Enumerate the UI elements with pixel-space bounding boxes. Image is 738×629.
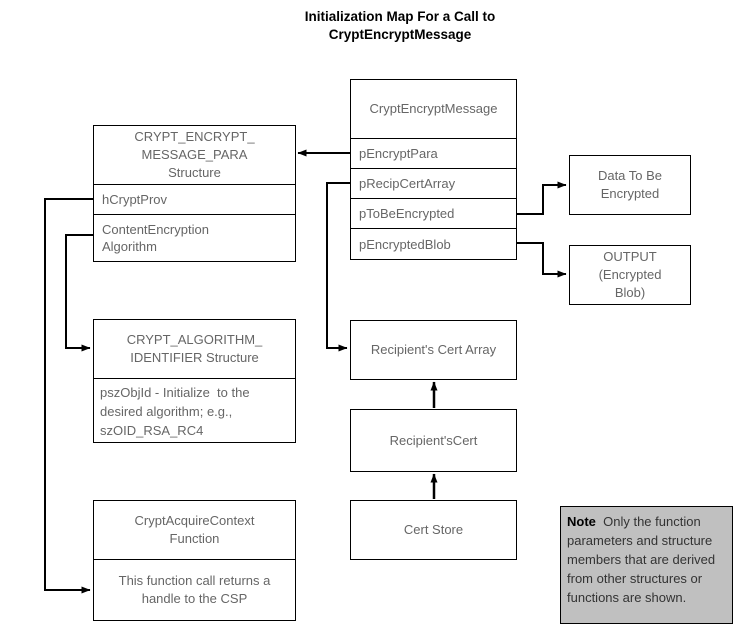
box-output-encrypted-blob: OUTPUT (Encrypted Blob)	[569, 245, 691, 305]
cryptacquirecontext-description: This function call returns a handle to t…	[94, 559, 295, 620]
box-crypt-algorithm-identifier: CRYPT_ALGORITHM_ IDENTIFIER Structure ps…	[93, 319, 296, 443]
cryptencryptmessage-header: CryptEncryptMessage	[369, 101, 498, 116]
field-hcryptprov: hCryptProv	[94, 184, 295, 214]
arrow-precipcertarray-to-recipients-cert-array	[326, 182, 350, 352]
crypt-encrypt-message-para-header: CRYPT_ENCRYPT_ MESSAGE_PARA Structure	[134, 129, 255, 180]
field-pencryptedblob: pEncryptedBlob	[351, 228, 516, 259]
note-label: Note	[567, 514, 596, 529]
diagram-title: Initialization Map For a Call to CryptEn…	[304, 9, 496, 42]
output-encrypted-blob-label: OUTPUT (Encrypted Blob)	[598, 249, 662, 300]
field-precipcertarray: pRecipCertArray	[351, 168, 516, 198]
arrow-contentencryption-to-algorithm-identifier	[65, 234, 93, 352]
recipients-cert-array-label: Recipient's Cert Array	[370, 342, 497, 357]
data-to-be-encrypted-label: Data To Be Encrypted	[597, 168, 663, 201]
box-recipients-cert: Recipient'sCert	[350, 409, 517, 472]
box-cert-store: Cert Store	[350, 500, 517, 560]
box-data-to-be-encrypted: Data To Be Encrypted	[569, 155, 691, 215]
box-cryptencryptmessage: CryptEncryptMessage pEncryptPara pRecipC…	[350, 79, 517, 260]
field-contentencryption-algorithm: ContentEncryption Algorithm	[94, 214, 295, 261]
cryptacquirecontext-header: CryptAcquireContext Function	[134, 513, 255, 546]
field-ptobeencrypted: pToBeEncrypted	[351, 198, 516, 228]
crypt-algorithm-identifier-header: CRYPT_ALGORITHM_ IDENTIFIER Structure	[126, 332, 263, 365]
cert-store-label: Cert Store	[403, 522, 464, 537]
arrow-pencryptedblob-to-output	[517, 242, 567, 278]
pszobjid-description: pszObjId - Initialize to the desired alg…	[94, 378, 295, 442]
recipients-cert-label: Recipient'sCert	[389, 432, 478, 448]
arrow-hcryptprov-to-cryptacquirecontext	[44, 198, 93, 594]
arrow-ptobeencrypted-to-data-to-be-encrypted	[517, 181, 567, 215]
box-recipients-cert-array: Recipient's Cert Array	[350, 320, 517, 380]
box-crypt-encrypt-message-para: CRYPT_ENCRYPT_ MESSAGE_PARA Structure hC…	[93, 125, 296, 262]
note-text: Only the function parameters and structu…	[567, 514, 719, 605]
note-box: Note Only the function parameters and st…	[560, 506, 733, 624]
box-cryptacquirecontext: CryptAcquireContext Function This functi…	[93, 500, 296, 621]
field-pencryptpara: pEncryptPara	[351, 138, 516, 168]
